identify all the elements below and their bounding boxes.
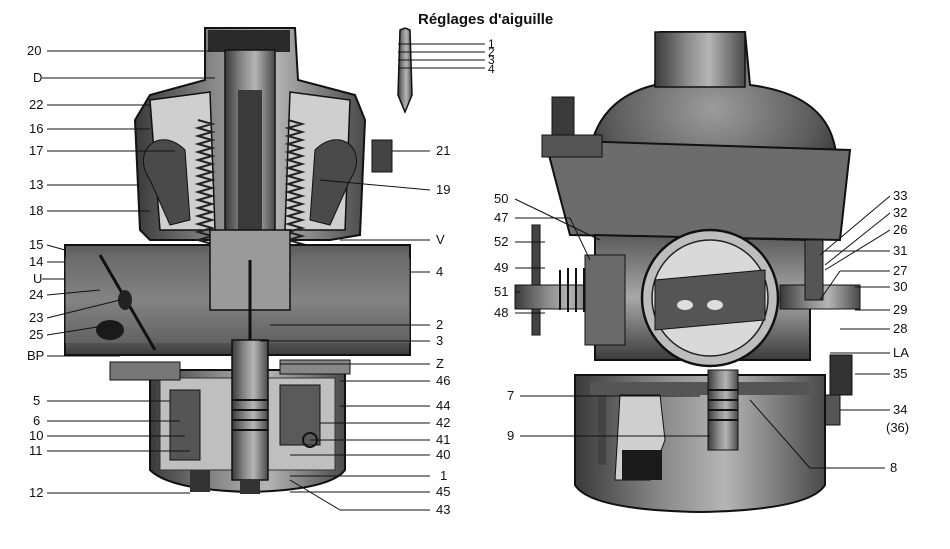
label-bp: BP [27,348,45,363]
label-15: 15 [29,237,44,252]
label-51: 51 [494,284,509,299]
leader-lines [42,50,891,511]
label-26: 26 [893,222,908,237]
label-v: V [436,232,445,247]
label-35: 35 [893,366,908,381]
label-27: 27 [893,263,908,278]
label-2: 2 [436,317,444,332]
label-16: 16 [29,121,44,136]
label-36: (36) [886,420,910,435]
label-18: 18 [29,203,44,218]
label-17: 17 [29,143,44,158]
label-9: 9 [507,428,515,443]
needle-pos-2: 2 [488,45,495,59]
label-33: 33 [893,188,908,203]
label-52: 52 [494,234,509,249]
label-20: 20 [27,43,42,58]
label-d: D [33,70,43,85]
label-50: 50 [494,191,509,206]
label-43: 43 [436,502,451,517]
external-view [514,31,861,514]
needle-pos-3: 3 [488,53,495,67]
needle-pos-4: 4 [488,62,495,76]
label-8: 8 [890,460,898,475]
label-42: 42 [436,415,451,430]
label-44: 44 [436,398,451,413]
label-la: LA [893,345,909,360]
label-5: 5 [33,393,41,408]
label-3: 3 [436,333,444,348]
label-11: 11 [29,443,43,458]
label-34: 34 [893,402,908,417]
label-u: U [33,271,43,286]
label-48: 48 [494,305,509,320]
label-23: 23 [29,310,44,325]
label-10: 10 [29,428,44,443]
label-47: 47 [494,210,509,225]
label-6: 6 [33,413,41,428]
label-46: 46 [436,373,451,388]
needle-settings-title: Réglages d'aiguille [418,11,554,28]
label-40: 40 [436,447,451,462]
label-41: 41 [436,432,451,447]
label-45: 45 [436,484,451,499]
needle-detail [397,27,485,114]
label-24: 24 [29,287,44,302]
label-22: 22 [29,97,44,112]
label-28: 28 [893,321,908,336]
label-25: 25 [29,327,44,342]
label-13: 13 [29,177,44,192]
label-21: 21 [436,143,451,158]
label-19: 19 [436,182,451,197]
label-29: 29 [893,302,908,317]
label-32: 32 [893,205,908,220]
label-12: 12 [29,485,44,500]
label-z: Z [436,356,444,371]
label-49: 49 [494,260,509,275]
label-14: 14 [29,254,44,269]
label-7: 7 [507,388,515,403]
label-4: 4 [436,264,444,279]
needle-pos-1: 1 [488,37,495,51]
label-31: 31 [893,243,908,258]
label-30: 30 [893,279,908,294]
cutaway-view [64,27,411,494]
label-1: 1 [440,468,448,483]
